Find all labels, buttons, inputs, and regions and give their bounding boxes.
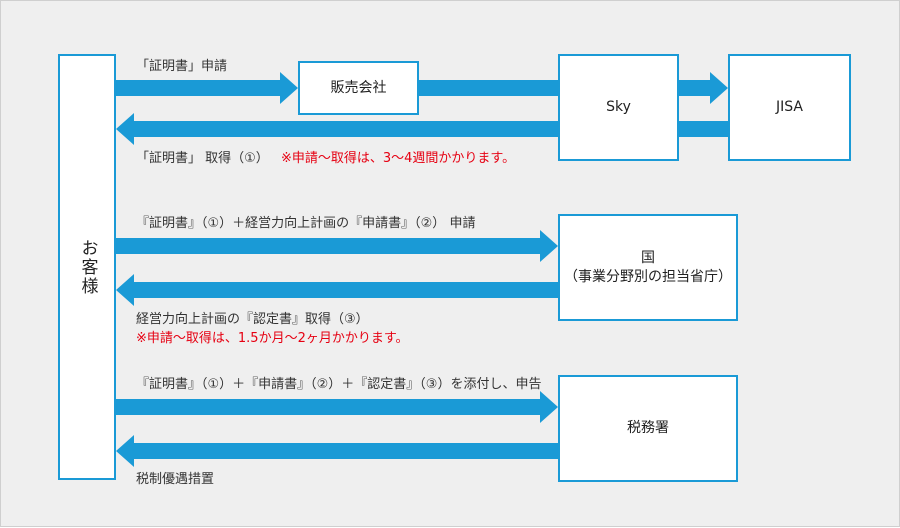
flow2-return-label: 経営力向上計画の『認定書』取得（③）	[136, 312, 369, 327]
jisa-label: JISA	[776, 99, 803, 116]
flow1-return-text: 「証明書」 取得（①）	[136, 151, 269, 166]
arrow-ministry-to-customer	[116, 274, 558, 306]
arrow-customer-to-sales	[116, 72, 298, 104]
jisa-box: JISA	[728, 54, 851, 161]
ministry-sublabel: （事業分野別の担当省庁）	[564, 268, 732, 285]
arrow-customer-to-tax-office	[116, 391, 558, 423]
sky-label: Sky	[606, 99, 631, 116]
flow2-duration-note: ※申請〜取得は、1.5か月〜2ヶ月かかります。	[136, 331, 409, 346]
arrow-tax-office-to-customer	[116, 435, 558, 467]
flow3-request-label: 『証明書』（①）＋『申請書』（②）＋『認定書』（③）を添付し、申告	[136, 377, 542, 392]
arrow-sales-to-sky-shaft	[419, 80, 558, 96]
flow1-request-label: 「証明書」申請	[136, 59, 228, 74]
ministry-label: 国	[641, 249, 655, 266]
sales-company-label: 販売会社	[330, 79, 387, 96]
arrow-customer-to-ministry	[116, 230, 558, 262]
flow1-duration-note: ※申請〜取得は、3〜4週間かかります。	[280, 151, 516, 166]
sky-box: Sky	[558, 54, 679, 161]
sales-company-box: 販売会社	[298, 61, 419, 115]
customer-label: お客様	[77, 238, 98, 296]
tax-office-label: 税務署	[627, 420, 669, 437]
flow1-return-label: 「証明書」 取得（①） ※申請〜取得は、3〜4週間かかります。	[136, 149, 515, 169]
tax-office-box: 税務署	[558, 375, 738, 482]
flow2-request-label: 『証明書』（①）＋経営力向上計画の『申請書』（②） 申請	[136, 216, 476, 231]
ministry-box: 国 （事業分野別の担当省庁）	[558, 214, 738, 321]
flow3-return-label: 税制優遇措置	[136, 472, 215, 487]
arrow-sky-to-jisa	[679, 72, 728, 104]
customer-box: お客様	[58, 54, 116, 480]
